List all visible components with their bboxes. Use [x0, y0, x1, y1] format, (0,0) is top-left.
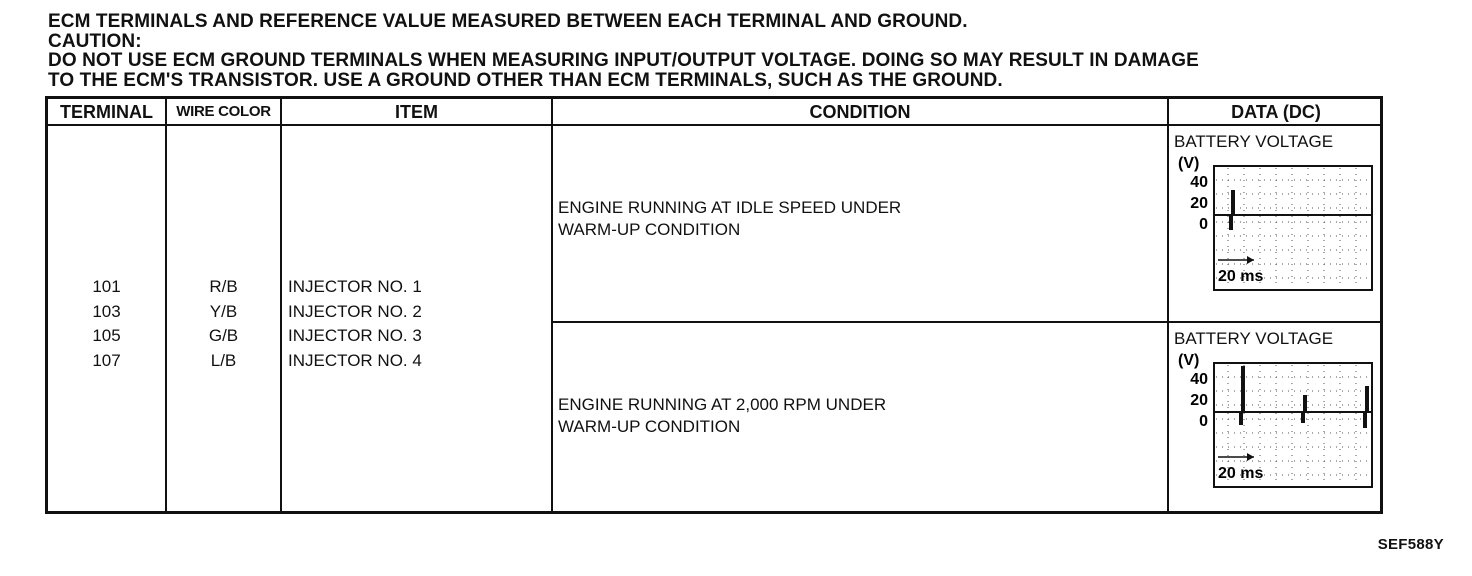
- condition-line: WARM-UP CONDITION: [558, 220, 741, 239]
- wire-color-value: L/B: [210, 350, 237, 370]
- column-divider: [1167, 99, 1169, 511]
- item-value: INJECTOR NO. 1: [288, 277, 422, 296]
- condition-line: ENGINE RUNNING AT IDLE SPEED UNDER: [558, 198, 902, 217]
- scope-grid: [1216, 365, 1370, 485]
- header-divider: [48, 124, 1380, 126]
- scope-tick-label: 20: [1190, 392, 1208, 409]
- item-value: INJECTOR NO. 3: [288, 326, 422, 345]
- column-divider: [165, 99, 167, 511]
- wire-color-cell: R/B Y/B G/B L/B: [167, 275, 280, 373]
- figure-code: SEF588Y: [1377, 536, 1444, 553]
- terminal-cell: 101 103 105 107: [48, 275, 165, 373]
- scope-frame: [1213, 165, 1373, 291]
- scope-tick-label: 0: [1199, 216, 1208, 233]
- column-header-terminal: TERMINAL: [60, 102, 153, 122]
- condition-idle: ENGINE RUNNING AT IDLE SPEED UNDER WARM-…: [558, 197, 901, 241]
- scope-tick-label: 0: [1199, 413, 1208, 430]
- terminal-value: 107: [92, 350, 121, 370]
- column-divider: [280, 99, 282, 511]
- scope-grid: [1216, 168, 1370, 288]
- time-scale-label: 20 ms: [1218, 268, 1263, 285]
- time-scale-arrowhead: [1247, 256, 1254, 264]
- item-value: INJECTOR NO. 2: [288, 301, 422, 321]
- terminal-value: 103: [92, 301, 121, 321]
- terminal-table: TERMINAL WIRE COLOR ITEM CONDITION DATA …: [45, 96, 1383, 514]
- wire-color-value: R/B: [209, 277, 238, 296]
- item-cell: INJECTOR NO. 1 INJECTOR NO. 2 INJECTOR N…: [288, 275, 422, 373]
- column-divider: [551, 99, 553, 511]
- row-divider: [551, 321, 1380, 323]
- header-block: ECM TERMINALS AND REFERENCE VALUE MEASUR…: [48, 12, 1368, 90]
- data-label-idle: BATTERY VOLTAGE: [1174, 132, 1334, 151]
- column-header-data: DATA (DC): [1231, 102, 1321, 122]
- header-title: ECM TERMINALS AND REFERENCE VALUE MEASUR…: [48, 11, 968, 32]
- terminal-value: 105: [92, 326, 121, 345]
- scope-tick-label: 40: [1190, 371, 1208, 388]
- scope-unit-label: (V): [1178, 352, 1199, 369]
- condition-line: ENGINE RUNNING AT 2,000 RPM UNDER: [558, 395, 887, 414]
- time-scale-label: 20 ms: [1218, 465, 1263, 482]
- item-value: INJECTOR NO. 4: [288, 350, 422, 370]
- wire-color-value: G/B: [208, 326, 239, 345]
- terminal-value: 101: [92, 277, 121, 296]
- scope-frame: [1213, 362, 1373, 488]
- scope-tick-label: 20: [1190, 195, 1208, 212]
- injector-pulse-waveform: [1214, 366, 1372, 428]
- column-header-condition: CONDITION: [809, 102, 911, 122]
- caution-text-line-2: TO THE ECM'S TRANSISTOR. USE A GROUND OT…: [48, 69, 1003, 91]
- injector-pulse-waveform: [1214, 190, 1372, 230]
- waveform-scope-idle: (V) 40 20 0 20 ms: [1178, 155, 1373, 291]
- condition-line: WARM-UP CONDITION: [558, 417, 741, 436]
- wire-color-value: Y/B: [209, 301, 238, 321]
- caution-text-line-1: DO NOT USE ECM GROUND TERMINALS WHEN MEA…: [48, 50, 1199, 71]
- scope-tick-label: 40: [1190, 174, 1208, 191]
- condition-2000rpm: ENGINE RUNNING AT 2,000 RPM UNDER WARM-U…: [558, 394, 886, 438]
- column-header-wire-color: WIRE COLOR: [176, 103, 271, 120]
- column-header-item: ITEM: [395, 102, 438, 122]
- data-label-2000rpm: BATTERY VOLTAGE: [1174, 329, 1334, 348]
- time-scale-arrowhead: [1247, 453, 1254, 461]
- scope-unit-label: (V): [1178, 155, 1199, 172]
- waveform-scope-2000rpm: (V) 40 20 0 20 ms: [1178, 352, 1373, 488]
- caution-label: CAUTION:: [48, 30, 142, 52]
